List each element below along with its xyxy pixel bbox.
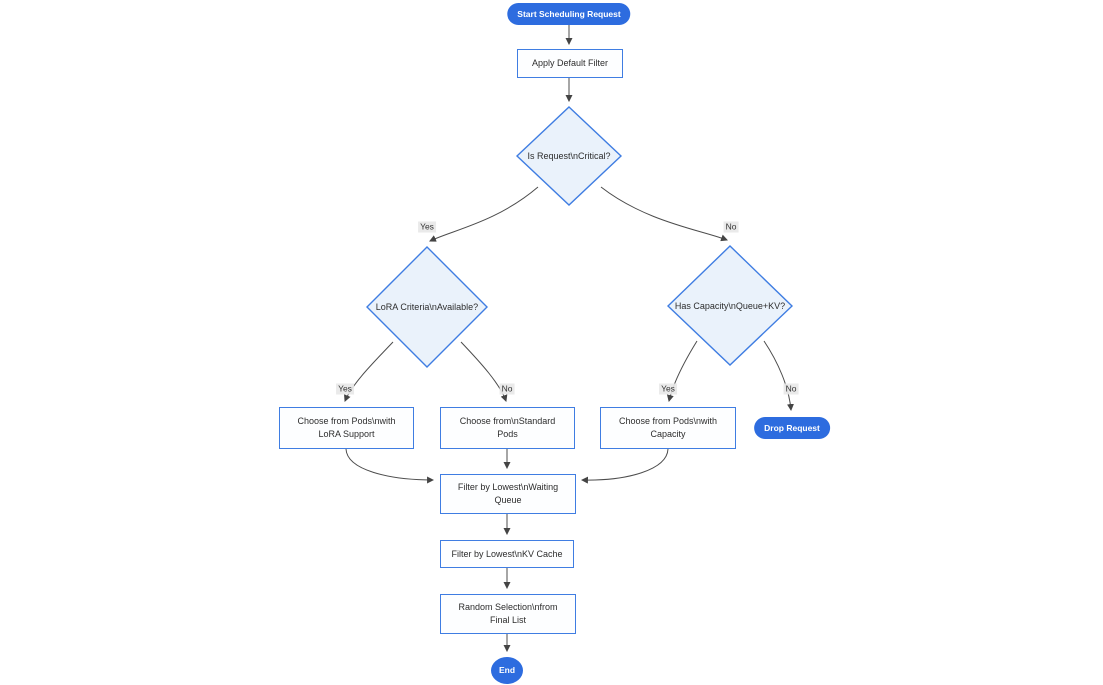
node-random-selection-text: Random Selection\nfrom Final List [458, 602, 558, 625]
edge-label-critical-no: No [723, 221, 739, 233]
node-lora-criteria-label: LoRA Criteria\nAvailable? [375, 302, 479, 312]
decision-is-critical-shape [515, 106, 623, 206]
edge-choose-capacity-to-filter-waiting [580, 448, 669, 484]
edge-lora-no [460, 341, 508, 402]
node-filter-waiting-queue: Filter by Lowest\nWaiting Queue [440, 474, 576, 514]
node-start: Start Scheduling Request [507, 3, 631, 25]
edge-is-critical-yes [429, 186, 539, 242]
decision-has-capacity-shape [666, 245, 794, 366]
node-end: End [491, 657, 523, 684]
node-is-critical-label: Is Request\nCritical? [527, 151, 611, 161]
edge-choose-lora-to-filter-waiting [345, 448, 435, 484]
edge-capacity-yes [666, 340, 698, 403]
edge-label-capacity-yes: Yes [659, 383, 677, 395]
edge-label-lora-yes: Yes [336, 383, 354, 395]
node-choose-capacity-pods-text: Choose from Pods\nwith Capacity [618, 416, 718, 439]
edge-lora-yes [344, 341, 394, 402]
node-filter-waiting-queue-text: Filter by Lowest\nWaiting Queue [457, 482, 559, 505]
node-random-selection: Random Selection\nfrom Final List [440, 594, 576, 634]
edge-label-capacity-no: No [783, 383, 799, 395]
node-choose-standard-pods: Choose from\nStandard Pods [440, 407, 575, 449]
node-choose-standard-pods-text: Choose from\nStandard Pods [459, 416, 556, 439]
decision-lora-criteria-shape [366, 246, 488, 368]
node-drop-request: Drop Request [754, 417, 830, 439]
edge-capacity-no [763, 340, 794, 412]
node-choose-lora-pods-text: Choose from Pods\nwith LoRA Support [297, 416, 396, 439]
node-filter-kv-cache: Filter by Lowest\nKV Cache [440, 540, 574, 568]
node-choose-capacity-pods: Choose from Pods\nwith Capacity [600, 407, 736, 449]
node-choose-lora-pods: Choose from Pods\nwith LoRA Support [279, 407, 414, 449]
node-apply-default-filter: Apply Default Filter [517, 49, 623, 78]
edge-label-lora-no: No [499, 383, 515, 395]
edge-label-critical-yes: Yes [418, 221, 436, 233]
edge-is-critical-no [600, 186, 728, 242]
node-has-capacity-label: Has Capacity\nQueue+KV? [674, 301, 786, 311]
